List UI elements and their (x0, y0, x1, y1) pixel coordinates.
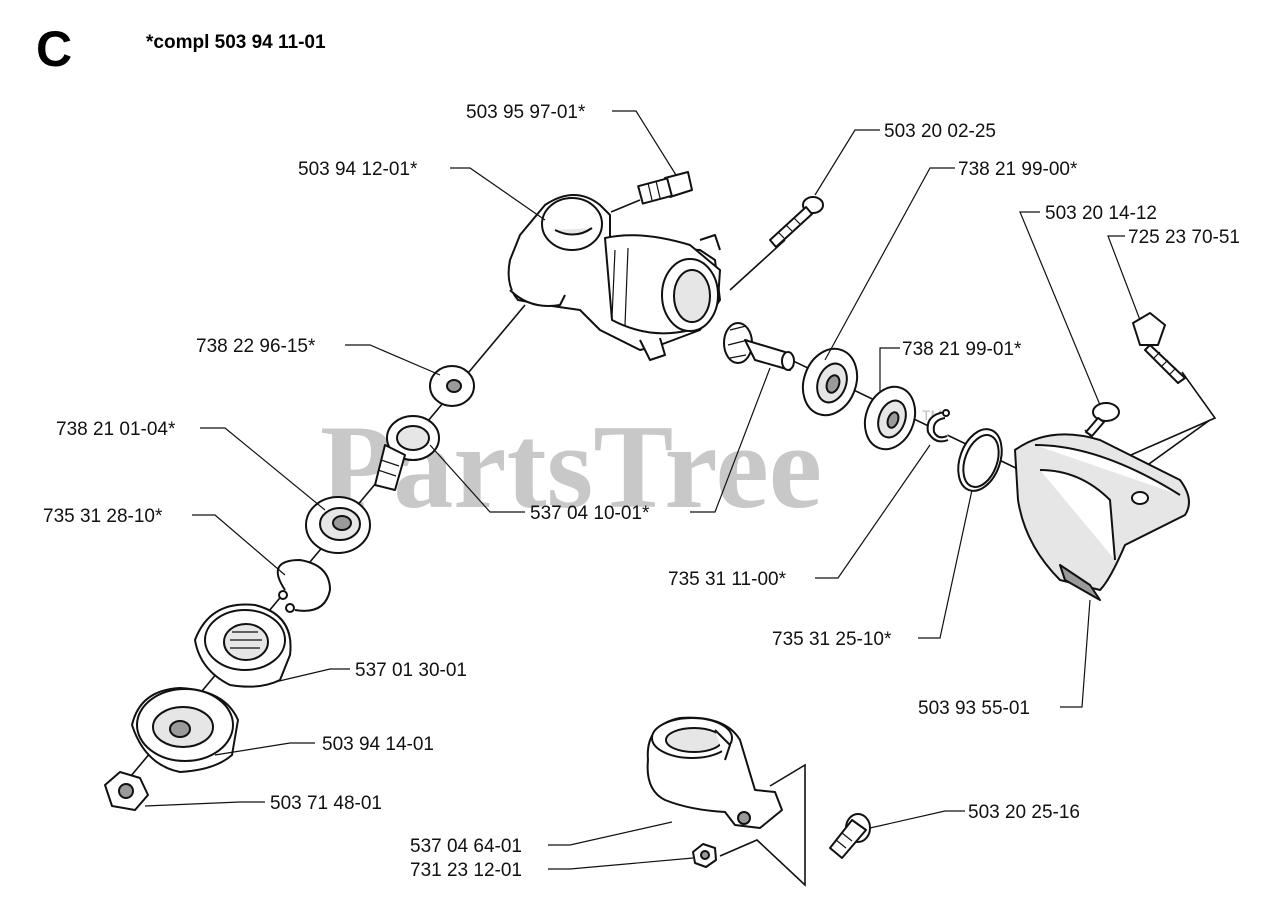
leader-lines (144, 110, 1141, 870)
part-number-label[interactable]: 738 21 99-00* (958, 159, 1078, 180)
bevel-gear-part[interactable] (374, 415, 440, 491)
cap-screw-part[interactable] (829, 813, 871, 859)
retaining-ring-part[interactable] (276, 559, 331, 613)
part-number-label[interactable]: 503 71 48-01 (270, 793, 382, 814)
ball-bearing-part[interactable] (857, 380, 924, 457)
gear-housing-part[interactable] (507, 194, 721, 361)
part-number-label[interactable]: 738 21 99-01* (902, 339, 1022, 360)
part-number-label[interactable]: 503 95 97-01* (466, 102, 586, 123)
section-letter: C (36, 21, 72, 77)
part-number-label[interactable]: 735 31 25-10* (772, 629, 892, 650)
shield-guard-part[interactable] (1014, 433, 1190, 601)
part-number-label[interactable]: 537 04 10-01* (530, 503, 650, 524)
bolt-part[interactable] (637, 171, 693, 205)
part-number-label[interactable]: 735 31 11-00* (668, 569, 787, 590)
nut-part[interactable] (104, 771, 149, 811)
ball-bearing-part[interactable] (305, 496, 371, 554)
part-number-label[interactable]: 731 23 12-01 (410, 860, 522, 881)
snap-ring-part[interactable] (926, 409, 950, 443)
part-number-label[interactable]: 503 20 25-16 (968, 802, 1080, 823)
part-number-label[interactable]: 738 21 01-04* (56, 419, 176, 440)
part-number-label[interactable]: 725 23 70-51 (1128, 227, 1240, 248)
clamp-part[interactable] (646, 716, 783, 829)
bearing-part[interactable] (429, 365, 475, 407)
part-number-label[interactable]: 735 31 28-10* (43, 506, 163, 527)
part-number-labels: 503 95 97-01* 503 20 02-25 503 94 12-01*… (43, 102, 1240, 881)
part-number-label[interactable]: 503 94 12-01* (298, 159, 418, 180)
part-number-label[interactable]: 503 93 55-01 (918, 698, 1030, 719)
part-number-label[interactable]: 738 22 96-15* (196, 336, 316, 357)
small-nut-part[interactable] (692, 843, 717, 868)
part-number-label[interactable]: 503 20 14-12 (1045, 203, 1157, 224)
screw-part[interactable] (769, 196, 824, 248)
part-number-label[interactable]: 537 01 30-01 (355, 660, 467, 681)
snap-ring-part[interactable] (950, 423, 1009, 497)
ball-bearing-part[interactable] (794, 341, 866, 423)
part-number-label[interactable]: 503 94 14-01 (322, 734, 434, 755)
support-cup-part[interactable] (131, 687, 239, 773)
flange-washer-part[interactable] (194, 603, 292, 688)
part-number-label[interactable]: 503 20 02-25 (884, 121, 996, 142)
screw-part[interactable] (1085, 402, 1120, 437)
assembly-title: *compl 503 94 11-01 (146, 32, 326, 53)
pinion-gear-part[interactable] (723, 322, 795, 371)
hex-bolt-part[interactable] (1132, 312, 1186, 384)
part-number-label[interactable]: 537 04 64-01 (410, 836, 522, 857)
